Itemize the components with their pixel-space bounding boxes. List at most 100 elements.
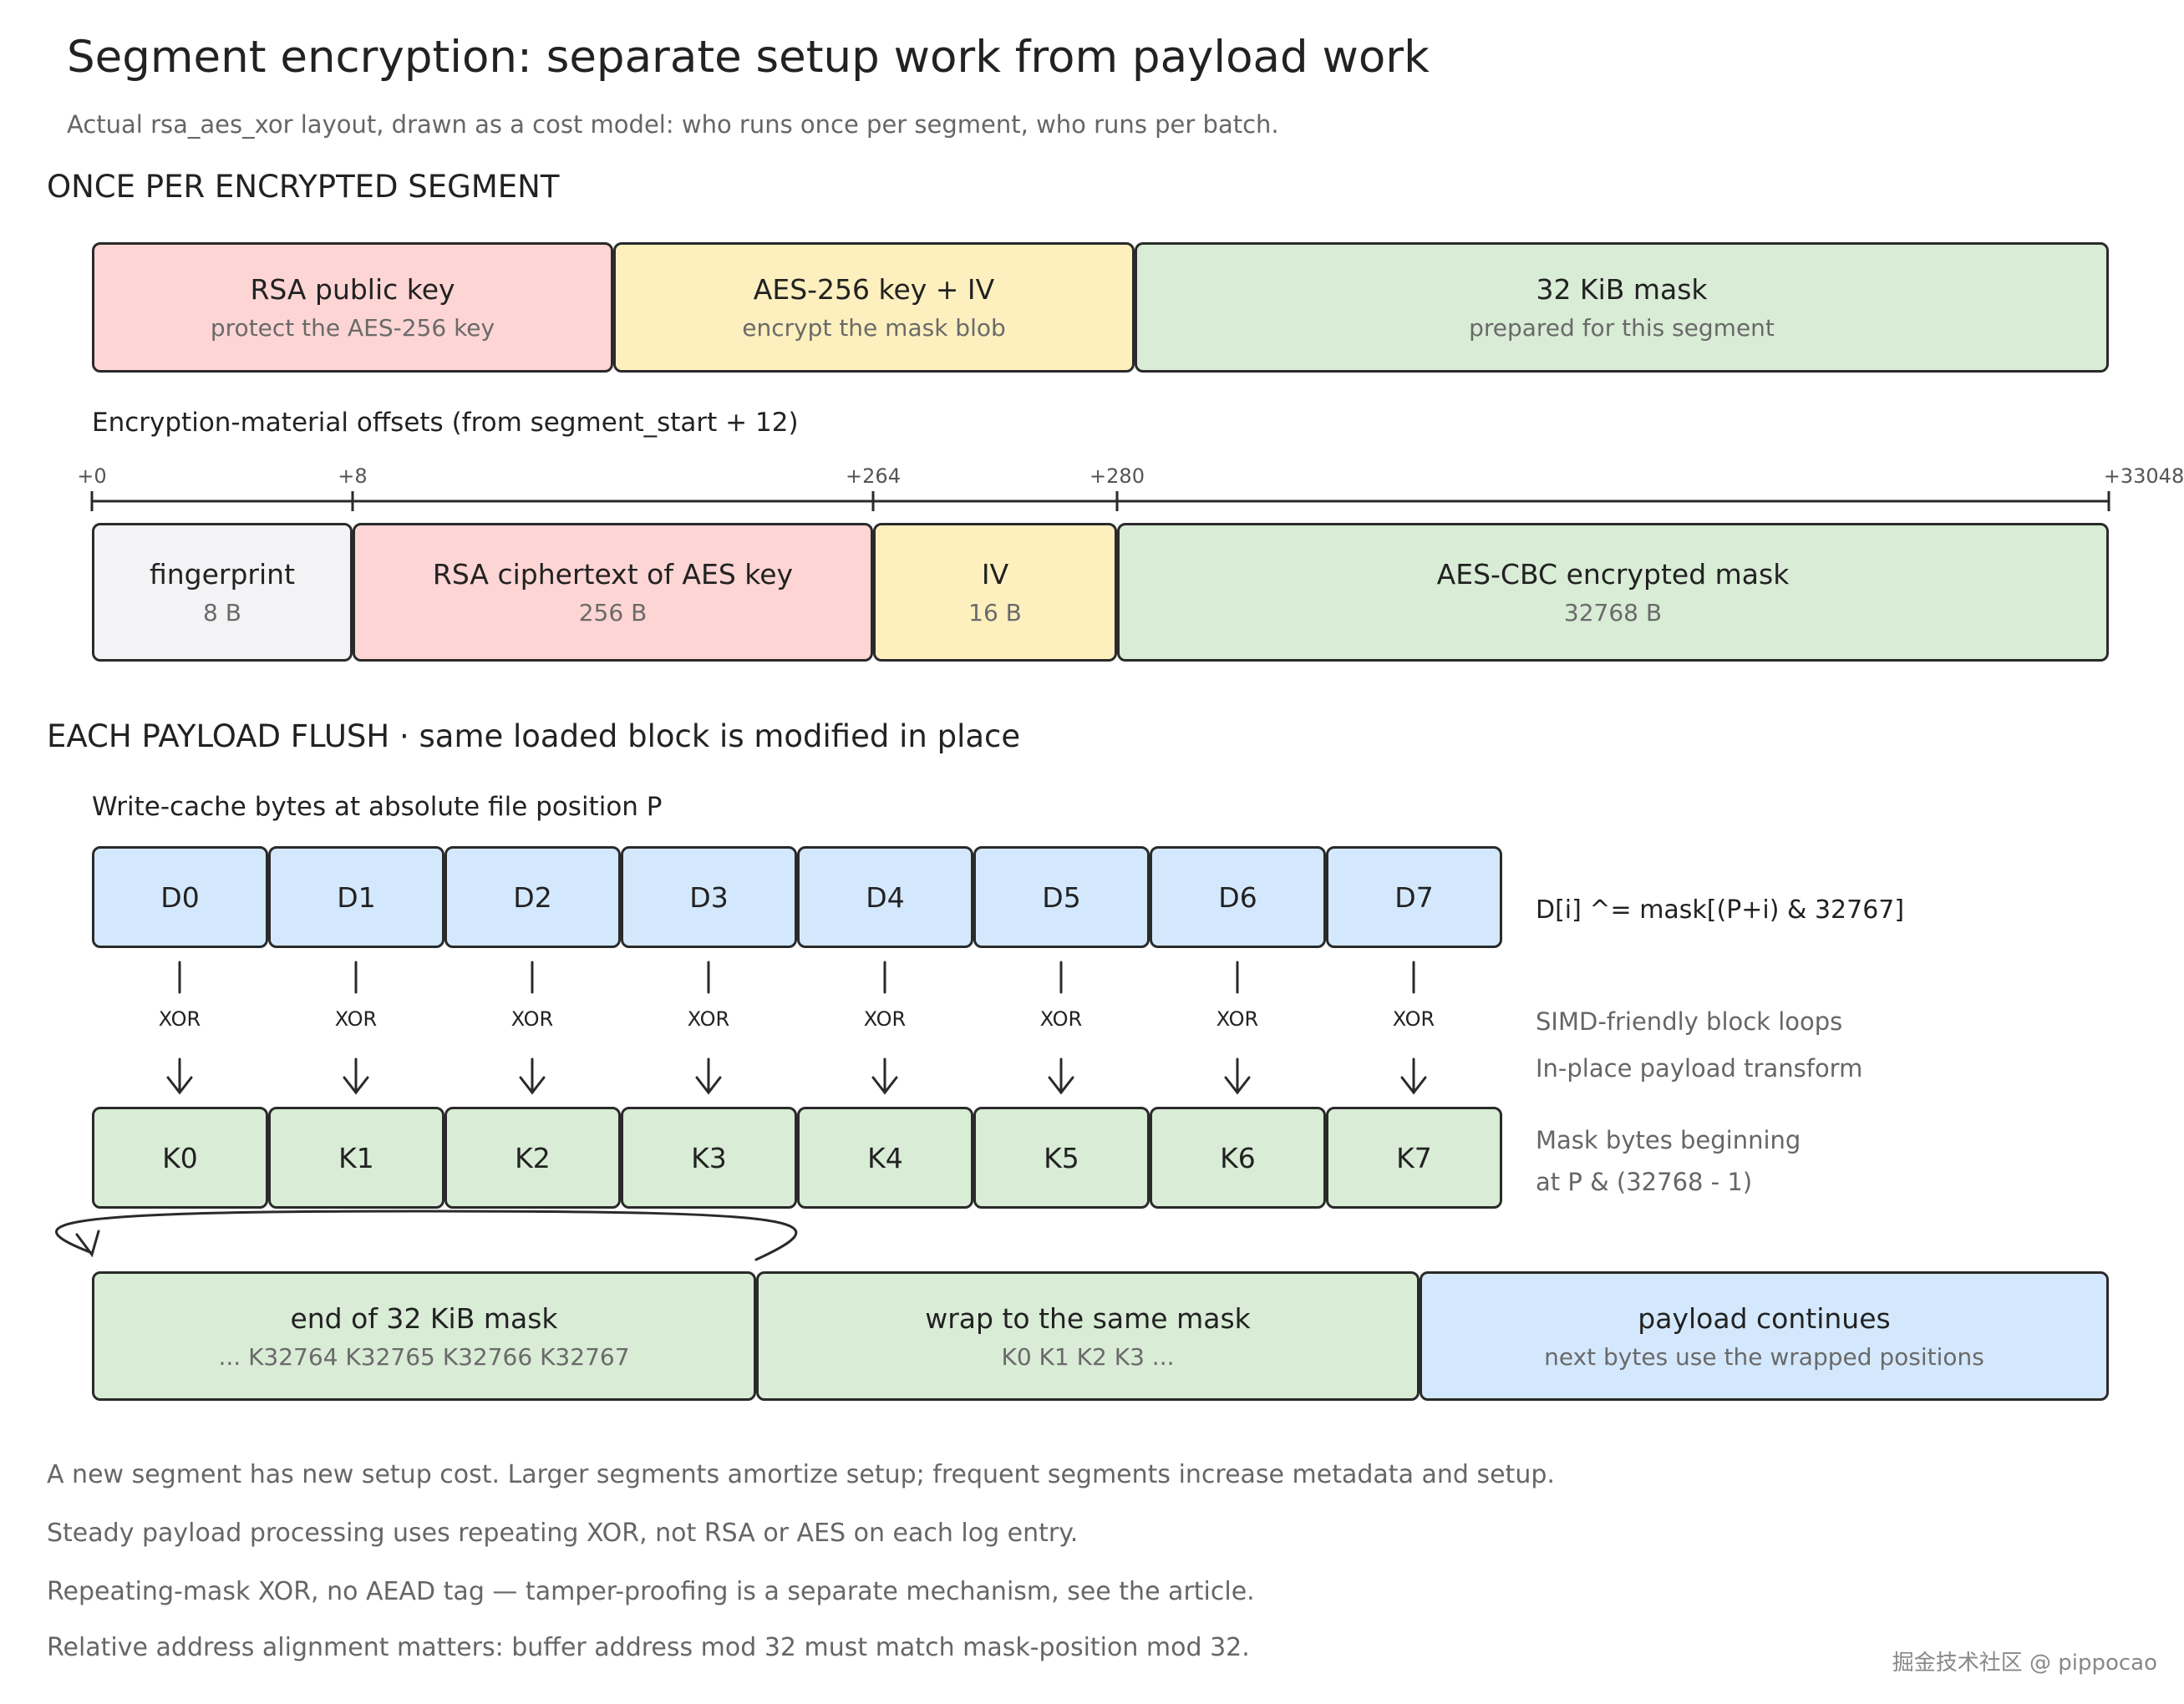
cell-label: D6 bbox=[1218, 880, 1257, 914]
cell-label: K6 bbox=[1220, 1141, 1256, 1174]
aes-key-iv-block: AES-256 key + IV encrypt the mask blob bbox=[613, 242, 1135, 373]
block-subtitle: protect the AES-256 key bbox=[210, 314, 495, 342]
side-note: SIMD-friendly block loops bbox=[1536, 1007, 1843, 1036]
xor-label: XOR bbox=[687, 1007, 730, 1031]
cell-label: K1 bbox=[338, 1141, 374, 1174]
cell-label: D0 bbox=[160, 880, 200, 914]
block-subtitle: K0 K1 K2 K3 ... bbox=[1001, 1342, 1175, 1371]
data-byte-cell: D1 bbox=[268, 846, 444, 948]
block-subtitle: next bytes use the wrapped positions bbox=[1544, 1342, 1984, 1371]
rsa-public-key-block: RSA public key protect the AES-256 key bbox=[92, 242, 613, 373]
mask-byte-cell: K6 bbox=[1150, 1107, 1326, 1209]
mask-wrap-block: wrap to the same mask K0 K1 K2 K3 ... bbox=[756, 1271, 1420, 1401]
cell-label: K4 bbox=[867, 1141, 903, 1174]
block-size: 8 B bbox=[203, 599, 241, 626]
block-title: 32 KiB mask bbox=[1536, 273, 1708, 306]
offsets-label: Encryption-material offsets (from segmen… bbox=[92, 408, 799, 438]
xor-label: XOR bbox=[1216, 1007, 1259, 1031]
data-byte-cell: D2 bbox=[444, 846, 621, 948]
write-cache-label: Write-cache bytes at absolute file posit… bbox=[92, 792, 663, 822]
block-size: 32768 B bbox=[1563, 599, 1663, 626]
mask-end-block: end of 32 KiB mask ... K32764 K32765 K32… bbox=[92, 1271, 756, 1401]
data-byte-cell: D5 bbox=[973, 846, 1150, 948]
footnote: Steady payload processing uses repeating… bbox=[47, 1519, 1079, 1548]
cell-label: K3 bbox=[691, 1141, 727, 1174]
mask-byte-cell: K1 bbox=[268, 1107, 444, 1209]
mask-note-line: at P & (32768 - 1) bbox=[1536, 1168, 1753, 1196]
down-arrow-icon bbox=[871, 1057, 898, 1095]
down-arrow-icon bbox=[695, 1057, 722, 1095]
offset-tick-label: +280 bbox=[1089, 464, 1145, 488]
side-note: In-place payload transform bbox=[1536, 1054, 1863, 1083]
xor-formula: D[i] ^= mask[(P+i) & 32767] bbox=[1536, 895, 1905, 925]
fingerprint-block: fingerprint 8 B bbox=[92, 523, 353, 662]
block-title: wrap to the same mask bbox=[925, 1301, 1251, 1335]
xor-label: XOR bbox=[1392, 1007, 1435, 1031]
watermark: 掘金技术社区 @ pippocao bbox=[1892, 1651, 2157, 1676]
wrap-curve-arrow bbox=[55, 1210, 798, 1261]
rsa-ciphertext-block: RSA ciphertext of AES key 256 B bbox=[353, 523, 873, 662]
cell-label: D5 bbox=[1042, 880, 1081, 914]
cell-label: K5 bbox=[1044, 1141, 1079, 1174]
cell-label: K0 bbox=[162, 1141, 198, 1174]
down-arrow-icon bbox=[343, 1057, 369, 1095]
mask-byte-cell: K4 bbox=[797, 1107, 973, 1209]
mask-block: 32 KiB mask prepared for this segment bbox=[1135, 242, 2109, 373]
offset-tick-label: +264 bbox=[846, 464, 901, 488]
block-title: payload continues bbox=[1638, 1301, 1891, 1335]
section-payload-flush: EACH PAYLOAD FLUSH · same loaded block i… bbox=[47, 718, 1021, 754]
footnote: A new segment has new setup cost. Larger… bbox=[47, 1460, 1555, 1489]
block-title: RSA public key bbox=[250, 273, 455, 306]
data-byte-cell: D4 bbox=[797, 846, 973, 948]
xor-label: XOR bbox=[510, 1007, 554, 1031]
page-subtitle: Actual rsa_aes_xor layout, drawn as a co… bbox=[67, 110, 1279, 139]
iv-block: IV 16 B bbox=[873, 523, 1117, 662]
offset-tick-label: +0 bbox=[77, 464, 107, 488]
down-arrow-icon bbox=[1048, 1057, 1074, 1095]
down-arrow-icon bbox=[1400, 1057, 1427, 1095]
data-byte-cell: D7 bbox=[1326, 846, 1502, 948]
mask-note-line: Mask bytes beginning bbox=[1536, 1126, 1801, 1154]
cell-label: D4 bbox=[866, 880, 905, 914]
offset-tick-label: +33048 bbox=[2103, 464, 2184, 488]
mask-byte-cell: K7 bbox=[1326, 1107, 1502, 1209]
block-subtitle: prepared for this segment bbox=[1469, 314, 1775, 342]
page-title: Segment encryption: separate setup work … bbox=[67, 32, 1430, 83]
data-byte-cell: D6 bbox=[1150, 846, 1326, 948]
wrap-arrowhead-icon bbox=[75, 1230, 100, 1258]
offset-tick-label: +8 bbox=[338, 464, 368, 488]
footnote: Relative address alignment matters: buff… bbox=[47, 1633, 1250, 1662]
mask-byte-cell: K5 bbox=[973, 1107, 1150, 1209]
data-byte-cell: D3 bbox=[621, 846, 797, 948]
down-arrow-icon bbox=[519, 1057, 546, 1095]
data-byte-cell: D0 bbox=[92, 846, 268, 948]
mask-byte-cell: K0 bbox=[92, 1107, 268, 1209]
block-subtitle: encrypt the mask blob bbox=[742, 314, 1006, 342]
cell-label: K7 bbox=[1396, 1141, 1432, 1174]
block-size: 16 B bbox=[968, 599, 1022, 626]
block-title: fingerprint bbox=[149, 558, 296, 591]
cell-label: D1 bbox=[337, 880, 376, 914]
cell-label: D3 bbox=[689, 880, 729, 914]
xor-label: XOR bbox=[1039, 1007, 1083, 1031]
xor-label: XOR bbox=[158, 1007, 201, 1031]
block-title: AES-256 key + IV bbox=[753, 273, 995, 306]
block-title: AES-CBC encrypted mask bbox=[1436, 558, 1790, 591]
encrypted-mask-block: AES-CBC encrypted mask 32768 B bbox=[1117, 523, 2109, 662]
down-arrow-icon bbox=[166, 1057, 193, 1095]
cell-label: D7 bbox=[1394, 880, 1434, 914]
block-title: RSA ciphertext of AES key bbox=[432, 558, 794, 591]
block-title: IV bbox=[981, 558, 1009, 591]
down-arrow-icon bbox=[1224, 1057, 1251, 1095]
cell-label: D2 bbox=[513, 880, 552, 914]
block-title: end of 32 KiB mask bbox=[290, 1301, 558, 1335]
mask-byte-cell: K2 bbox=[444, 1107, 621, 1209]
xor-label: XOR bbox=[863, 1007, 907, 1031]
xor-label: XOR bbox=[334, 1007, 378, 1031]
block-subtitle: ... K32764 K32765 K32766 K32767 bbox=[218, 1342, 630, 1371]
payload-continues-block: payload continues next bytes use the wra… bbox=[1420, 1271, 2109, 1401]
footnote: Repeating-mask XOR, no AEAD tag — tamper… bbox=[47, 1577, 1255, 1606]
section-once-per-segment: ONCE PER ENCRYPTED SEGMENT bbox=[47, 169, 560, 205]
block-size: 256 B bbox=[578, 599, 648, 626]
